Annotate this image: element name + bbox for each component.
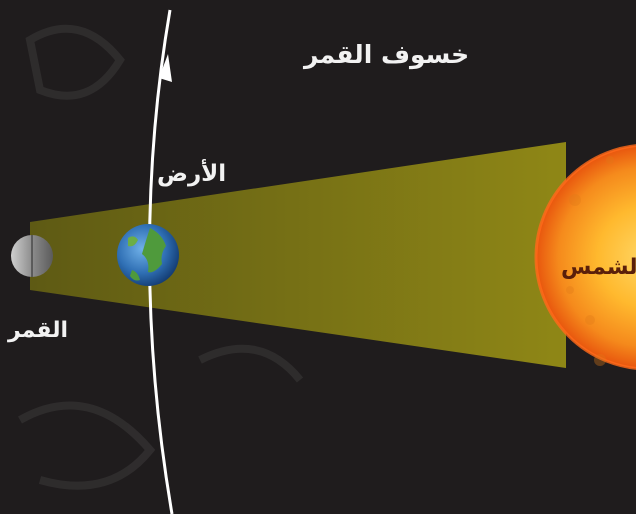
moon bbox=[11, 235, 53, 277]
background-decoration bbox=[18, 24, 304, 490]
earth-label: الأرض bbox=[157, 161, 227, 187]
light-cone bbox=[30, 142, 566, 368]
sun-label: الشمس bbox=[561, 255, 636, 280]
sun bbox=[534, 144, 636, 370]
earth bbox=[117, 224, 179, 286]
moon-label: القمر bbox=[8, 318, 69, 343]
diagram-title: خسوف القمر bbox=[304, 40, 470, 69]
orbit-arrowhead bbox=[159, 54, 172, 82]
